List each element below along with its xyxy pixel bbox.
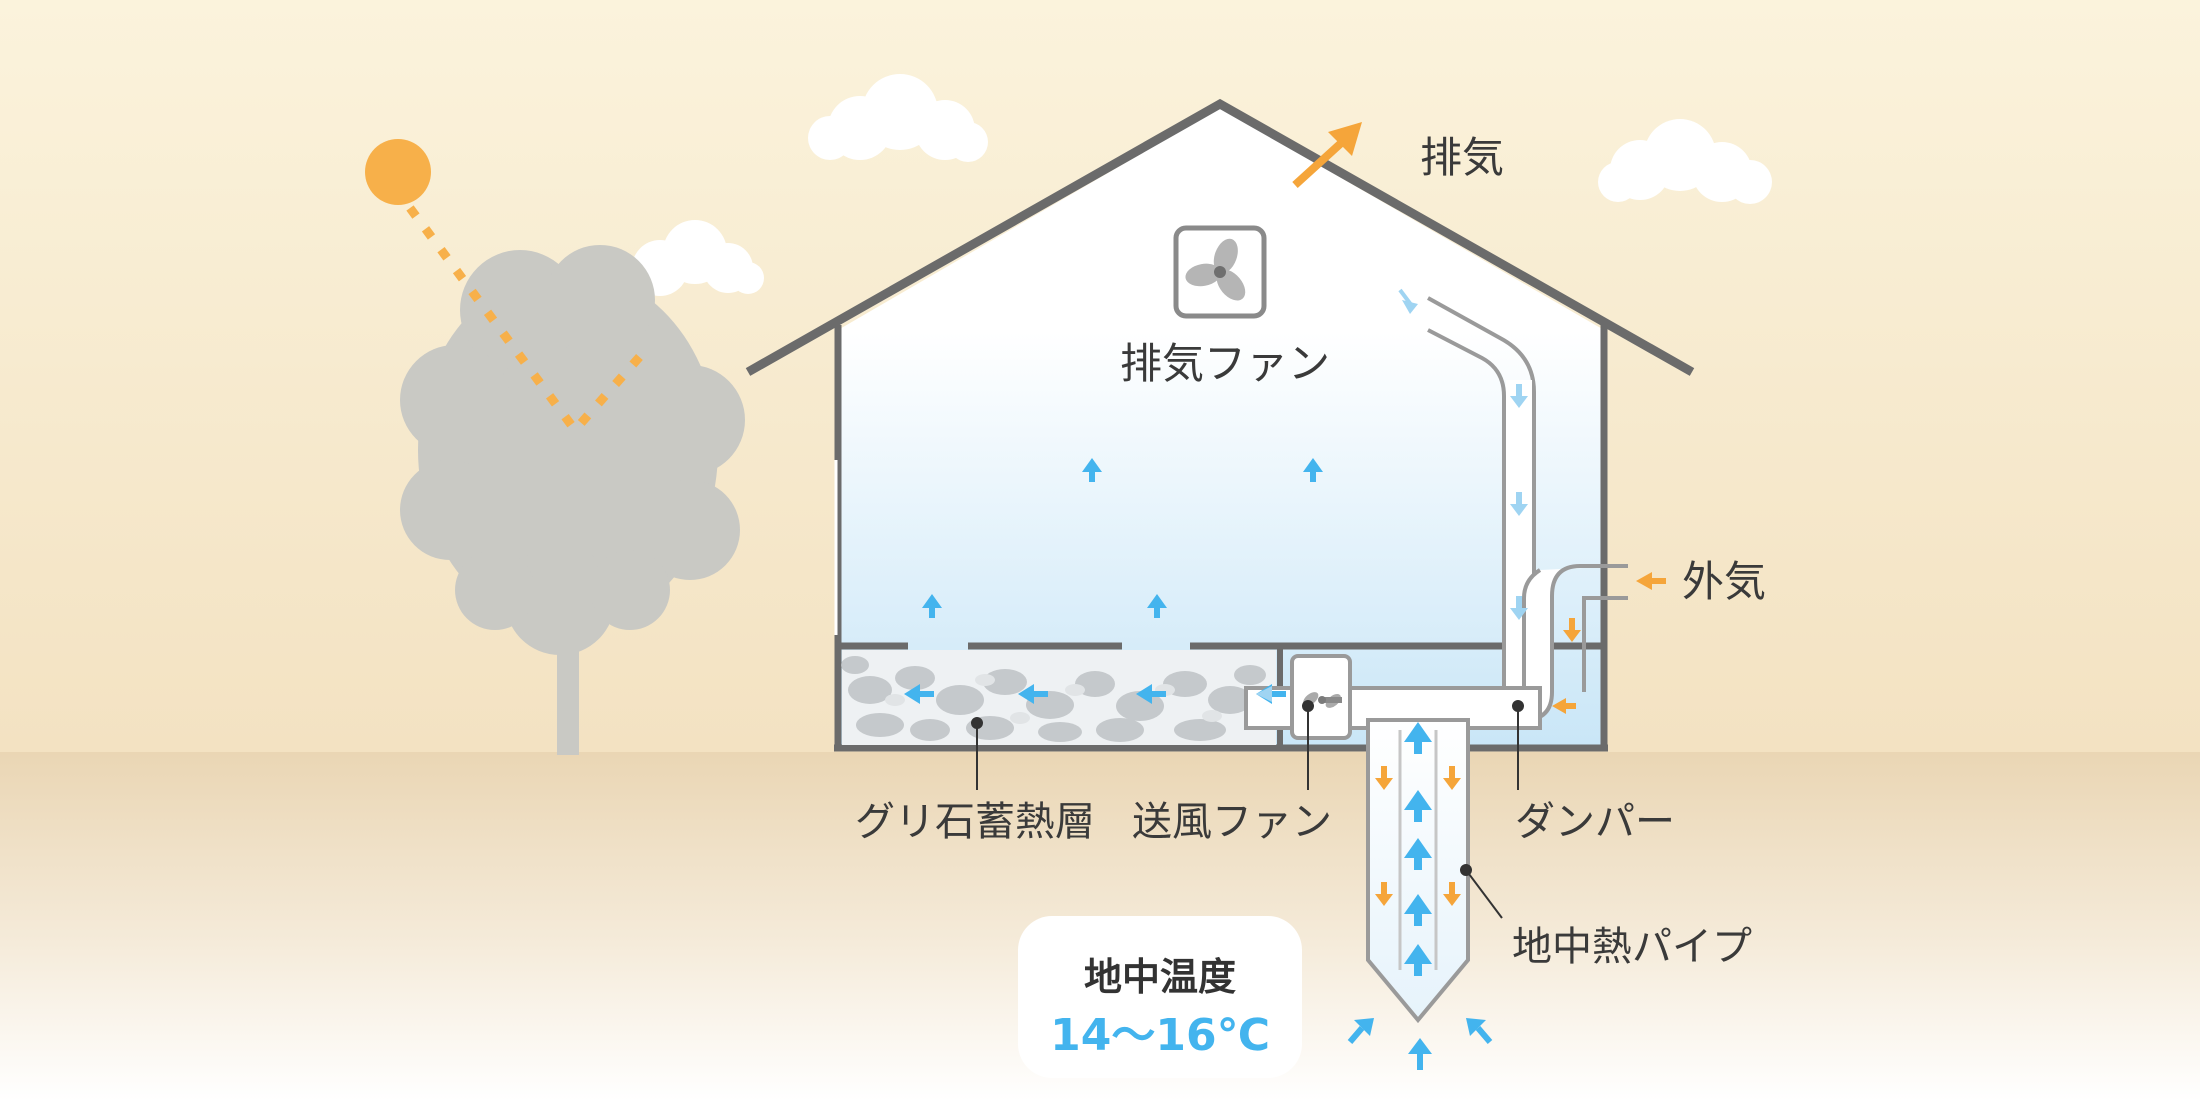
cloud-icon	[808, 74, 988, 162]
arrow-up-icon	[1303, 458, 1323, 482]
arrow-diagonal-icon	[1466, 1018, 1493, 1044]
leader-lines	[971, 700, 1524, 919]
ground-temperature-title: 地中温度	[1084, 955, 1236, 999]
arrow-down-icon	[1443, 882, 1461, 906]
arrow-left-icon	[1136, 684, 1166, 704]
arrow-up-icon	[1147, 594, 1167, 618]
arrow-down-icon	[1510, 596, 1528, 620]
arrow-down-icon	[1443, 766, 1461, 790]
arrow-down-icon	[1375, 766, 1393, 790]
arrow-down-icon	[1563, 618, 1581, 642]
arrow-up-icon	[1404, 790, 1432, 822]
arrow-up-icon	[1082, 458, 1102, 482]
gravel-texture	[841, 656, 1266, 742]
arrow-left-icon	[1636, 572, 1666, 590]
arrow-up-icon	[922, 594, 942, 618]
arrow-left-icon	[904, 684, 934, 704]
arrow-down-icon	[1510, 492, 1528, 516]
house-roof	[745, 98, 1695, 376]
cloud-icon	[1598, 119, 1772, 204]
label-blower-fan: 送風ファン	[1132, 799, 1332, 845]
warm-air-arrows	[1375, 572, 1666, 906]
duct-system	[1427, 296, 1536, 690]
arrow-down-icon	[1510, 384, 1528, 408]
arrow-up-icon	[1404, 944, 1432, 976]
exhaust-arrow-icon	[1292, 122, 1362, 188]
ground-temperature-box	[1018, 916, 1302, 1078]
arrow-up-icon	[1408, 1038, 1432, 1070]
arrow-up-icon	[1404, 894, 1432, 926]
arrow-left-icon	[1256, 686, 1272, 702]
arrow-diagonal-icon	[1398, 288, 1418, 314]
label-outside-air: 外気	[1682, 557, 1766, 606]
label-exhaust: 排気	[1420, 133, 1504, 182]
outside-air-duct-top	[1581, 596, 1628, 692]
house-interior	[838, 108, 1604, 748]
label-exhaust-fan: 排気ファン	[1120, 339, 1330, 388]
tree-icon	[400, 245, 745, 755]
ground-temperature-value: 14～16℃	[1050, 1010, 1270, 1061]
gravel-highlight	[885, 674, 1222, 724]
label-damper: ダンパー	[1515, 799, 1675, 845]
label-geothermal-pipe: 地中熱パイプ	[1512, 924, 1752, 970]
arrow-up-icon	[1404, 838, 1432, 870]
arrow-down-icon	[1375, 882, 1393, 906]
arrow-diagonal-icon	[1347, 1018, 1374, 1044]
arrow-left-icon	[1552, 698, 1576, 714]
arrow-left-icon	[1018, 684, 1048, 704]
sun-icon	[365, 139, 431, 205]
exhaust-fan-icon	[1173, 225, 1267, 319]
arrow-up-icon	[1404, 722, 1432, 754]
intake-arrows	[1256, 288, 1528, 702]
label-gravel-layer: グリ石蓄熱層	[855, 799, 1095, 845]
